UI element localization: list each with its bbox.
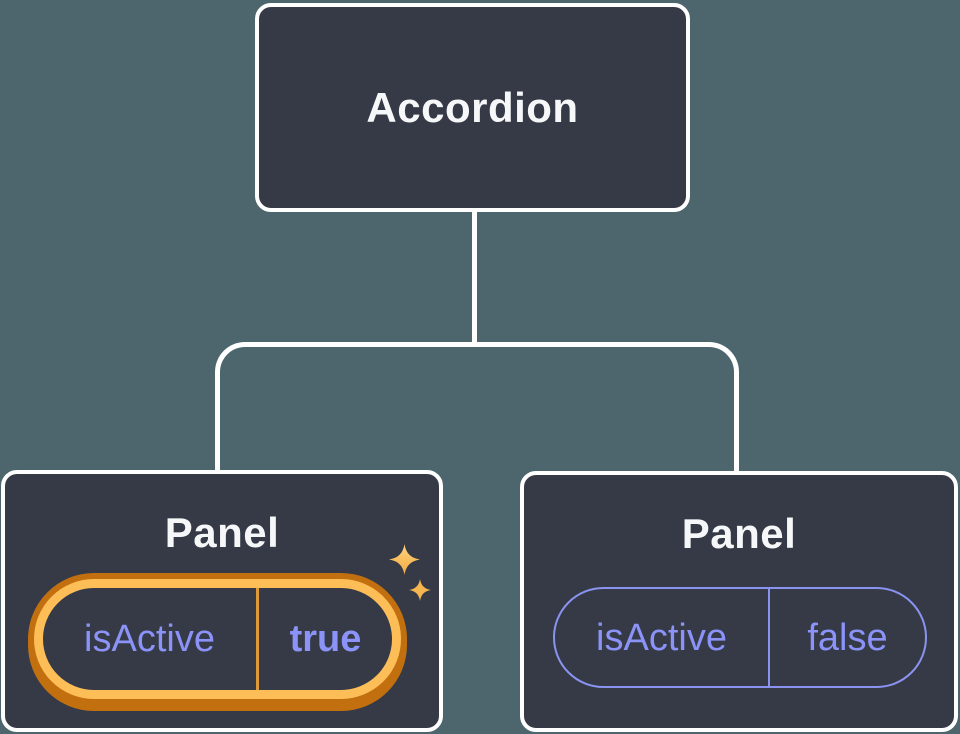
state-key: isActive (555, 589, 770, 686)
state-pill-active: isActive true (34, 579, 401, 699)
node-accordion: Accordion (255, 3, 690, 212)
panel-inactive-label: Panel (681, 510, 797, 557)
state-pill-inactive: isActive false (553, 587, 927, 688)
connector-root-stem (472, 208, 477, 345)
sparkle-icon (389, 544, 420, 575)
state-key: isActive (43, 588, 259, 690)
connector-branch (215, 342, 739, 474)
panel-active-label: Panel (164, 509, 280, 556)
accordion-label: Accordion (366, 83, 579, 131)
sparkle-icon (409, 579, 431, 601)
state-value: false (807, 616, 888, 659)
state-value: true (289, 618, 362, 660)
